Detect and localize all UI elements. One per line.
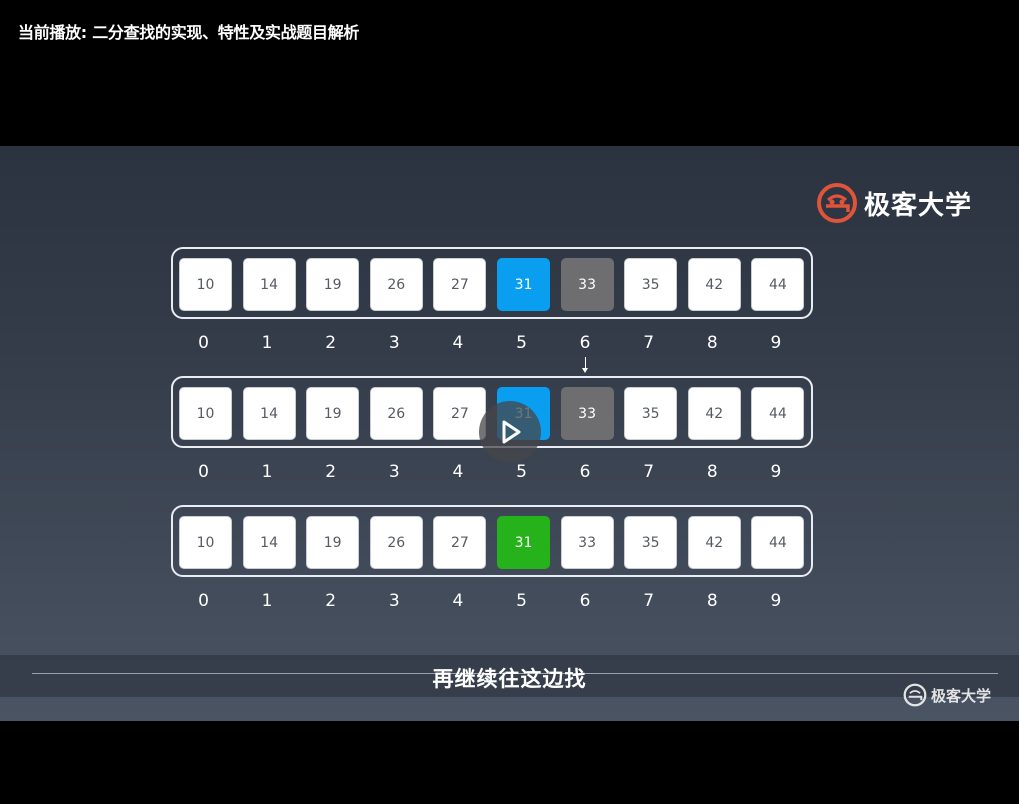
array-index: 1 [261,462,273,482]
play-icon [502,420,521,444]
index-row-1: 0 1 2 3 4 5 6 7 8 9 [171,333,813,357]
index-row-2: 0 1 2 3 4 5 6 7 8 9 [171,462,813,486]
array-index: 0 [198,333,209,353]
array-index: 2 [325,333,337,353]
array-cell: 14 [242,387,296,440]
array-index: 7 [643,333,655,353]
array-cell: 44 [751,516,805,569]
play-button[interactable] [479,401,541,463]
now-playing-title: 二分查找的实现、特性及实战题目解析 [92,23,360,42]
array-cell: 27 [433,516,487,569]
array-index: 4 [452,591,464,611]
index-row-3: 0 1 2 3 4 5 6 7 8 9 [171,591,813,615]
array-index: 1 [261,333,273,353]
geek-logo-icon [817,183,857,223]
array-cell: 31 [497,516,550,569]
subtitle-bar [0,655,1019,697]
array-cell: 19 [306,516,360,569]
array-cell: 35 [624,516,678,569]
array-index: 3 [388,333,400,353]
watermark: 极客大学 [903,683,991,707]
array-index: 8 [706,591,718,611]
array-index: 2 [325,591,337,611]
array-cell: 10 [179,258,232,311]
now-playing-label: 当前播放: [18,23,87,42]
array-index: 8 [706,462,718,482]
array-cell: 10 [179,387,232,440]
array-index: 4 [452,333,464,353]
array-index: 5 [516,591,527,611]
now-playing-header: 当前播放: 二分查找的实现、特性及实战题目解析 [18,19,359,43]
array-index: 0 [198,591,209,611]
array-cell: 14 [242,516,296,569]
array-index: 1 [261,591,273,611]
array-index: 7 [643,591,655,611]
array-index: 0 [198,462,209,482]
array-cell: 10 [179,516,232,569]
array-index: 6 [579,591,591,611]
array-cell: 26 [369,258,423,311]
array-index: 5 [516,333,527,353]
arrow-down-icon [582,357,588,373]
array-index: 9 [770,333,782,353]
array-index: 6 [579,333,591,353]
array-cell: 33 [560,516,614,569]
subtitle-divider [32,673,998,674]
array-cell: 14 [242,258,296,311]
array-cell: 35 [624,387,678,440]
array-cell: 33 [560,387,614,440]
array-cell: 42 [687,258,741,311]
array-index: 3 [388,462,400,482]
array-cell: 44 [751,258,805,311]
subtitle-text: 再继续往这边找 [432,667,587,691]
array-cell: 26 [369,387,423,440]
brand-name: 极客大学 [864,190,973,221]
array-cell: 42 [687,387,741,440]
watermark-text: 极客大学 [931,686,992,705]
array-cell: 31 [497,258,550,311]
array-cell: 19 [306,258,360,311]
brand-logo: 极客大学 [816,182,972,224]
array-index: 9 [770,591,782,611]
array-cell: 27 [433,258,487,311]
array-index: 3 [388,591,400,611]
array-index: 8 [706,333,718,353]
array-index: 4 [452,462,464,482]
array-cell: 19 [306,387,360,440]
array-cell: 42 [687,516,741,569]
array-index: 5 [516,462,527,482]
array-cell: 26 [369,516,423,569]
geek-logo-watermark-icon [903,683,927,707]
array-index: 9 [770,462,782,482]
array-cell: 44 [751,387,805,440]
array-index: 7 [643,462,655,482]
array-index: 2 [325,462,337,482]
array-cell: 35 [624,258,678,311]
array-index: 6 [579,462,591,482]
array-cell: 33 [560,258,614,311]
